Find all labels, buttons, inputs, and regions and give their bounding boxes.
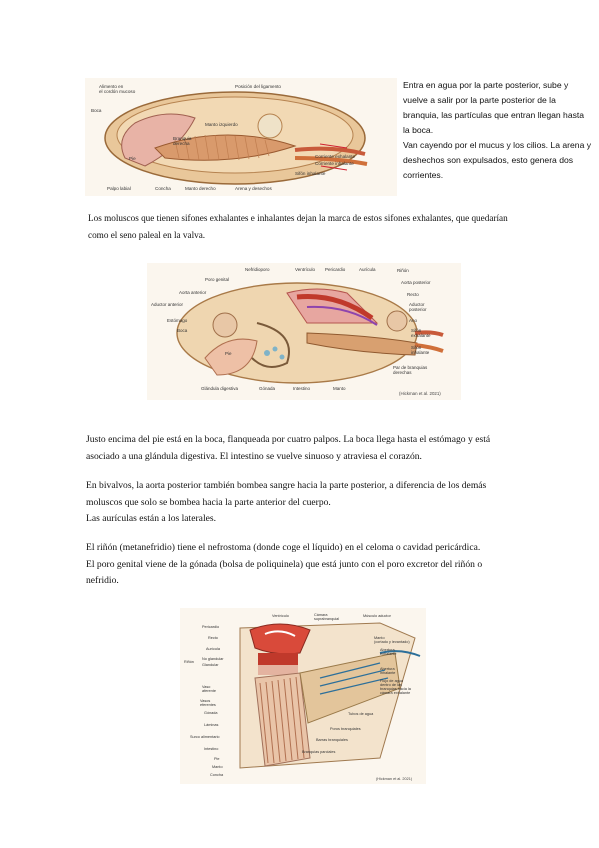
- label-rinon: Riñón: [397, 268, 409, 273]
- label-pericardio: Pericardio: [325, 267, 346, 272]
- label-poros: Poros branquiales: [330, 727, 361, 731]
- label-sifon-inh: Sifón: [411, 345, 422, 350]
- label-palpo: Palpo labial: [107, 186, 131, 191]
- label-gonada: Gónada: [204, 711, 218, 715]
- label-vaso-aferente-2: aferente: [202, 689, 216, 693]
- label-rinon: Riñón: [184, 660, 194, 664]
- label-ventriculo: Ventrículo: [272, 614, 289, 618]
- label-corr-exh: Corriente exhalante: [315, 154, 356, 159]
- label-aductor-ant: Aductor anterior: [151, 302, 184, 307]
- label-tubos-agua: Tubos de agua: [348, 712, 374, 716]
- paragraph-poro-genital-text: El poro genital viene de la gónada (bols…: [86, 558, 483, 587]
- label-alimento-2: el cordón mucoso: [99, 89, 136, 94]
- label-manto-2: (cortado y levantado): [374, 640, 410, 644]
- figure-gill-anatomy: Ventrículo Cámara suprabranquial Músculo…: [180, 608, 426, 784]
- label-abert-exh: Abertura: [380, 648, 395, 652]
- label-vaso-aferente: Vaso: [202, 685, 210, 689]
- label-poro-genital: Poro genital: [205, 277, 229, 282]
- paragraph-rinon-text: El riñón (metanefridio) tiene el nefrost…: [86, 542, 481, 553]
- label-ventriculo: Ventrículo: [295, 267, 316, 272]
- label-pie: Pie: [129, 156, 136, 161]
- label-branquia-2: derecha: [173, 141, 190, 146]
- label-sifon-exh-2: exhalante: [411, 333, 431, 338]
- label-flujo-3: branquias hacia la: [380, 687, 412, 691]
- label-laminas: Láminas: [204, 723, 218, 727]
- label-corr-inh: Corriente inhalante: [315, 161, 354, 166]
- label-nefridioporo: Nefridioporo: [245, 267, 270, 272]
- paragraph-aorta-text: En bivalvos, la aorta posterior también …: [86, 480, 487, 508]
- label-recto: Recto: [208, 636, 218, 640]
- label-abert-exh-2: exhalante: [380, 652, 396, 656]
- label-intestino: Intestino: [293, 386, 311, 391]
- figure-bivalve-anatomy: Nefridioporo Ventrículo Pericardio Auríc…: [147, 263, 461, 400]
- side-text: Entra en agua por la parte posterior, su…: [403, 78, 593, 183]
- label-camara-2: suprabranquial: [314, 617, 339, 621]
- label-boca: Boca: [177, 328, 188, 333]
- label-auricula: Aurícula: [359, 267, 376, 272]
- label-boca: Boca: [91, 108, 102, 113]
- label-manto-der: Manto derecho: [185, 186, 216, 191]
- label-pie: Pie: [214, 757, 220, 761]
- label-aorta-ant: Aorta anterior: [179, 290, 207, 295]
- paragraph-sifones: Los moluscos que tienen sifones exhalant…: [88, 210, 508, 243]
- label-sifon-exh: Sifón: [411, 328, 422, 333]
- label-glandula: Glándula digestiva: [201, 386, 239, 391]
- label-abert-inh-2: inhalante: [380, 671, 395, 675]
- label-flujo-2: dentro de las: [380, 683, 402, 687]
- label-recto: Recto: [407, 292, 419, 297]
- label-auricula: Aurícula: [206, 647, 221, 651]
- side-text-p2: Van cayendo por el mucus y los cilios. L…: [403, 140, 592, 180]
- label-musculo: Músculo aductor: [363, 614, 392, 618]
- figure2-credit: (Hickman et al. 2021): [399, 391, 441, 396]
- label-flujo-4: cámara exhalante: [380, 691, 410, 695]
- paragraph-boca-text: Justo encima del pie está en la boca, fl…: [86, 434, 491, 462]
- label-abert-inh: Abertura: [380, 667, 395, 671]
- label-camara: Cámara: [314, 613, 328, 617]
- label-manto-izq: Manto izquierdo: [205, 122, 238, 127]
- label-sifon-inh: Sifón inhalante: [295, 171, 326, 176]
- paragraph-auriculas-text: Las aurículas están a los laterales.: [86, 513, 216, 524]
- label-vasos-eferentes-2: eferentes: [200, 703, 216, 707]
- label-sifon-inh-2: inhalante: [411, 350, 430, 355]
- label-branquia: Branquia: [173, 136, 192, 141]
- label-ligamento: Posición del ligamento: [235, 84, 281, 89]
- label-glandular: Glandular: [202, 663, 219, 667]
- label-aorta-post: Aorta posterior: [401, 280, 431, 285]
- label-no-glandular: No glandular: [202, 657, 224, 661]
- label-concha: Concha: [210, 773, 224, 777]
- label-vasos-eferentes: Vasos: [200, 699, 210, 703]
- label-par-branquias-2: derechas: [393, 370, 412, 375]
- label-estomago: Estómago: [167, 318, 188, 323]
- label-manto: Manto: [374, 636, 385, 640]
- label-manto: Manto: [333, 386, 346, 391]
- label-aductor-post: Aductor: [409, 302, 425, 307]
- label-flujo: Flujo de agua: [380, 679, 404, 683]
- label-pie: Pie: [225, 351, 232, 356]
- paragraph-boca: Justo encima del pie está en la boca, fl…: [86, 432, 516, 465]
- label-manto2: Manto: [212, 765, 223, 769]
- label-barras: Barras branquiales: [316, 738, 348, 742]
- label-surco: Surco alimentario: [190, 735, 220, 739]
- side-text-p1: Entra en agua por la parte posterior, su…: [403, 80, 585, 135]
- label-intestino: Intestino: [204, 747, 218, 751]
- label-pericardio: Pericardio: [202, 625, 219, 629]
- label-branquias-parciales: Branquias parciales: [302, 750, 335, 754]
- label-ano: Ano: [409, 318, 418, 323]
- paragraph-rinon: El riñón (metanefridio) tiene el nefrost…: [86, 540, 516, 590]
- label-gonada: Gónada: [259, 386, 276, 391]
- paragraph-sifones-text: Los moluscos que tienen sifones exhalant…: [88, 213, 508, 240]
- label-arena: Arena y desechos: [235, 186, 272, 191]
- figure3-credit: (Hickman et al. 2021): [376, 777, 413, 781]
- label-concha: Concha: [155, 186, 171, 191]
- label-aductor-post-2: posterior: [409, 307, 427, 312]
- label-alimento: Alimento en: [99, 84, 124, 89]
- figure-bivalve-currents: Alimento en el cordón mucoso Posición de…: [85, 78, 397, 196]
- paragraph-aorta: En bivalvos, la aorta posterior también …: [86, 478, 516, 528]
- label-par-branquias: Par de branquias: [393, 365, 428, 370]
